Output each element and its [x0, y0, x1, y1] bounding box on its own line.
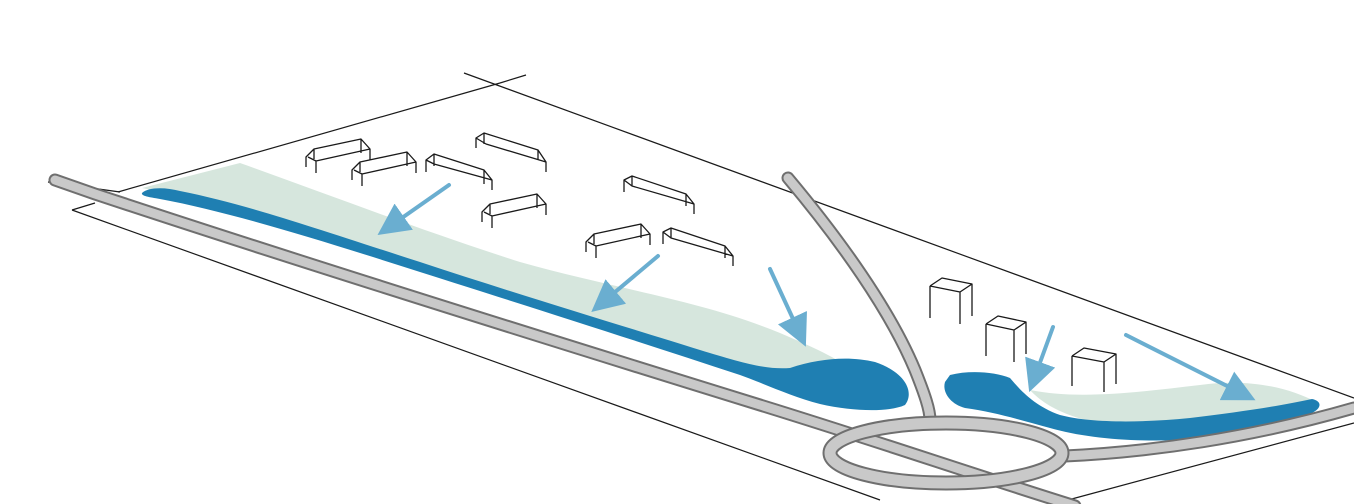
- arrow-icon: [1025, 325, 1056, 393]
- house-outline-icon: [481, 193, 547, 228]
- house-outline-icon: [585, 223, 651, 258]
- house-outline-icon: [662, 227, 734, 266]
- site-outline: [47, 72, 1354, 501]
- pond-east: [944, 372, 1320, 441]
- arrow-icon: [768, 267, 807, 347]
- buildings: [305, 132, 1117, 392]
- arrow-icon: [591, 254, 660, 313]
- outline-left-bottom-edge: [71, 202, 96, 211]
- outline-top-right-edge: [463, 72, 1354, 399]
- arrow-icon: [377, 183, 451, 236]
- outline-top-tick: [499, 74, 527, 84]
- house-outline-icon: [305, 138, 371, 173]
- outline-bottom-edge: [71, 209, 881, 501]
- pond-west: [141, 188, 909, 411]
- flow-arrows: [377, 183, 1256, 401]
- house-outline-icon: [1071, 347, 1117, 392]
- house-outline-icon: [985, 315, 1027, 362]
- house-outline-icon: [425, 153, 493, 190]
- roads: [48, 171, 1354, 504]
- east-road-stub: [1060, 403, 1354, 461]
- main-road: [50, 175, 1080, 504]
- house-outline-icon: [929, 277, 973, 324]
- roundabout: [824, 417, 1068, 489]
- branch-road: [783, 173, 935, 425]
- arrow-icon: [1124, 333, 1256, 401]
- outline-top-left-edge: [117, 82, 501, 193]
- outline-bottom-right-edge: [1067, 422, 1354, 501]
- house-outline-icon: [623, 175, 695, 214]
- house-outline-icon: [475, 132, 547, 172]
- buffer-west: [142, 163, 860, 381]
- house-outline-icon: [351, 151, 417, 186]
